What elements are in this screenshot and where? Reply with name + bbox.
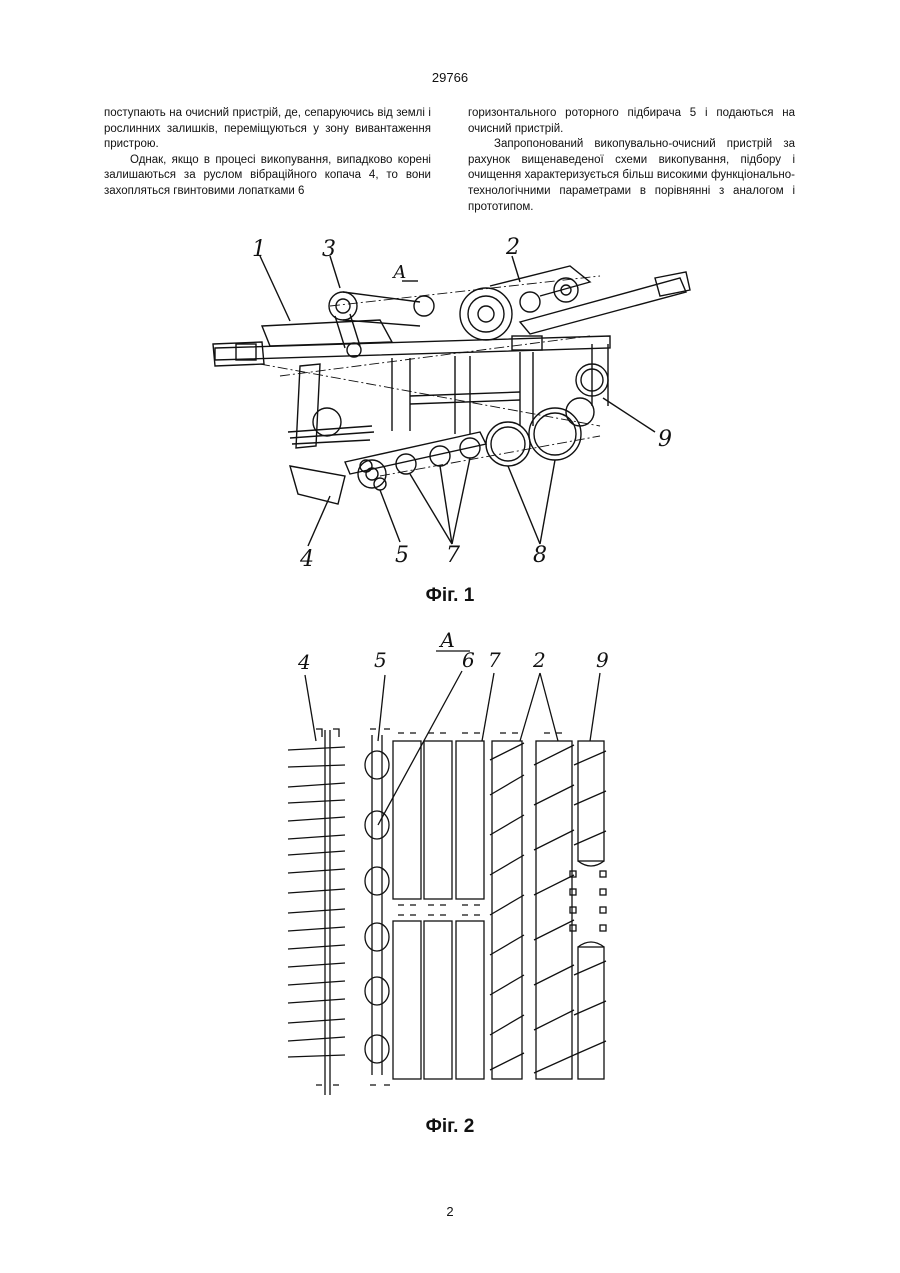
figure-2-caption: Фіг. 2 [0,1116,900,1138]
label-5: 5 [395,543,409,568]
label-2: 2 [505,235,520,260]
text-column-right: горизонтального роторного підбирача 5 і … [468,106,795,215]
paragraph: горизонтального роторного підбирача 5 і … [468,106,795,137]
view-title: А [438,628,455,652]
paragraph: поступають на очисний пристрій, де, сепа… [104,106,431,153]
label-1: 1 [252,237,266,262]
text-column-left: поступають на очисний пристрій, де, сепа… [104,106,431,200]
label-7: 7 [446,543,460,568]
label-2: 2 [532,648,546,672]
label-5: 5 [374,648,387,672]
figure-1-drawing: 1 3 А 2 9 4 5 7 8 [0,226,900,586]
label-9: 9 [596,648,609,672]
label-3: 3 [322,237,336,262]
label-7: 7 [488,648,501,672]
label-4: 4 [297,650,311,674]
section-mark: А [391,262,407,283]
paragraph: Однак, якщо в процесі викопування, випад… [104,153,431,200]
page-number: 2 [0,1204,900,1219]
label-9: 9 [658,427,672,452]
paragraph: Запропонований викопувально-очисний прис… [468,137,795,215]
label-8: 8 [533,543,547,568]
label-4: 4 [299,547,314,572]
patent-number: 29766 [0,70,900,85]
figure-2-drawing: А 4 5 6 7 2 9 [0,625,900,1115]
figure-1-caption: Фіг. 1 [0,585,900,607]
